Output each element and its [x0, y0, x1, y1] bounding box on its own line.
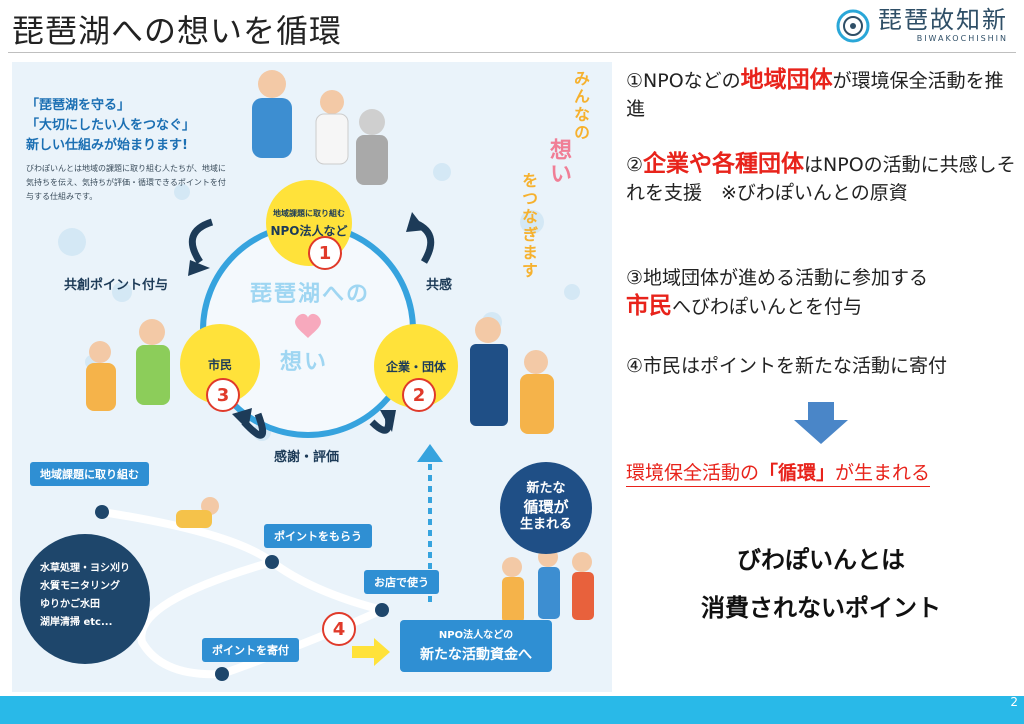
- point-3-suffix: へびわぽいんとを付与: [672, 296, 863, 318]
- point-1-suffix: が環境保全活動を推進: [626, 70, 1004, 120]
- down-arrow-icon: [794, 402, 848, 444]
- logo-fish-icon: [836, 9, 870, 42]
- number-1-badge: 1: [308, 236, 342, 270]
- page-number: 2: [1010, 695, 1018, 709]
- activity-item: ゆりかご水田: [40, 599, 100, 610]
- result-prefix: 環境保全活動の: [626, 462, 760, 484]
- tag-donate-points: ポイントを寄付: [202, 638, 299, 662]
- number-3-badge: 3: [206, 378, 240, 412]
- intro-line-2: 「大切にしたい人をつなぐ」: [26, 118, 196, 133]
- center-text-bottom: 想い: [280, 350, 329, 375]
- people-top: [252, 70, 388, 185]
- new-cycle-circle: 新たな 循環が 生まれる: [500, 462, 592, 554]
- intro-block: 「琵琶湖を守る」 「大切にしたい人をつなぐ」 新しい仕組みが始まります! びわぽ…: [26, 96, 226, 204]
- logo-name: 琵琶故知新: [878, 6, 1008, 34]
- people-right: [470, 317, 554, 434]
- point-2-highlight: 企業や各種団体: [643, 151, 805, 177]
- people-left: [86, 319, 170, 411]
- new-cycle-line-3: 生まれる: [519, 517, 572, 532]
- slide-title: 琵琶湖への想いを循環: [12, 12, 343, 50]
- point-2-suffix: はNPOの活動に共感しそれを支援 ※びわぽいんとの原資: [626, 154, 1016, 204]
- conclusion-line-1: びわぽいんとは: [737, 546, 905, 574]
- label-kyoso-point: 共創ポイント付与: [64, 278, 169, 293]
- intro-description: びわぽいんとは地域の課題に取り組む人たちが、地域に気持ちを伝え、気持ちが評価・循…: [26, 164, 226, 201]
- center-text-top: 琵琶湖への: [250, 282, 371, 307]
- intro-line-1: 「琵琶湖を守る」: [26, 98, 131, 113]
- people-kids: [502, 547, 594, 623]
- tag-use-at-store: お店で使う: [364, 570, 439, 594]
- number-2-badge: 2: [402, 378, 436, 412]
- point-3: ③地域団体が進める活動に参加する 市民へびわぽいんとを付与: [626, 264, 1016, 321]
- heart-icon: [295, 313, 321, 338]
- person-collecting: [176, 497, 219, 528]
- new-cycle-line-2: 循環が: [523, 498, 569, 516]
- tag-get-points: ポイントをもらう: [264, 524, 372, 548]
- logo-subtitle: BIWAKOCHISHIN: [916, 34, 1008, 43]
- new-cycle-line-1: 新たな: [526, 481, 566, 496]
- point-3-line-1: ③地域団体が進める活動に参加する: [626, 267, 929, 289]
- intro-line-3: 新しい仕組みが始まります!: [26, 138, 188, 153]
- vertical-text-big: 想い: [546, 138, 571, 186]
- illustration-panel: 「琵琶湖を守る」 「大切にしたい人をつなぐ」 新しい仕組みが始まります! びわぽ…: [12, 62, 612, 692]
- result-suffix: が生まれる: [835, 462, 931, 484]
- bubble-npo-main: NPO法人など: [270, 223, 348, 238]
- point-1: ①NPOなどの地域団体が環境保全活動を推進: [626, 66, 1016, 123]
- path-nodes: [95, 505, 389, 681]
- activities-circle: 水草処理・ヨシ刈り 水質モニタリング ゆりかご水田 湖岸清掃 etc...: [20, 534, 150, 664]
- activity-item: 水質モニタリング: [40, 581, 120, 592]
- number-4-badge: 4: [322, 612, 356, 646]
- vertical-text-right: をつなぎます: [519, 172, 538, 280]
- header-divider: [8, 52, 1016, 53]
- label-kyokan: 共感: [426, 278, 453, 293]
- conclusion-line-2: 消費されないポイント: [701, 594, 941, 622]
- result-line: 環境保全活動の「循環」が生まれる: [626, 460, 931, 487]
- new-funds-box: NPO法人などの 新たな活動資金へ: [400, 620, 552, 672]
- activity-item: 湖岸清掃 etc...: [40, 617, 113, 628]
- point-2-prefix: ②: [626, 154, 644, 176]
- vertical-text-left: みんなの: [571, 70, 590, 142]
- illustration-graphics: [58, 70, 594, 681]
- point-3-highlight: 市民: [626, 293, 672, 319]
- bubble-npo-small: 地域課題に取り組む: [273, 208, 345, 218]
- slide-header: 琵琶湖への想いを循環 琵琶故知新 BIWAKOCHISHIN: [0, 0, 1024, 60]
- arrow-left-top: [188, 218, 214, 264]
- label-kansha: 感謝・評価: [274, 450, 340, 465]
- point-1-highlight: 地域団体: [740, 67, 833, 93]
- fund-main-text: 新たな活動資金へ: [420, 647, 532, 663]
- tag-chiiki-kadai: 地域課題に取り組む: [30, 462, 149, 486]
- activity-item: 水草処理・ヨシ刈り: [40, 563, 130, 574]
- yellow-arrow: [352, 638, 390, 666]
- point-4: ④市民はポイントを新たな活動に寄付: [626, 355, 948, 377]
- fund-small-text: NPO法人などの: [438, 630, 514, 641]
- logo: 琵琶故知新 BIWAKOCHISHIN: [836, 8, 1008, 43]
- result-highlight: 「循環」: [759, 462, 836, 484]
- point-2: ②企業や各種団体はNPOの活動に共感しそれを支援 ※びわぽいんとの原資: [626, 150, 1016, 207]
- footer-bar: [0, 696, 1024, 724]
- point-1-prefix: ①NPOなどの: [626, 70, 741, 92]
